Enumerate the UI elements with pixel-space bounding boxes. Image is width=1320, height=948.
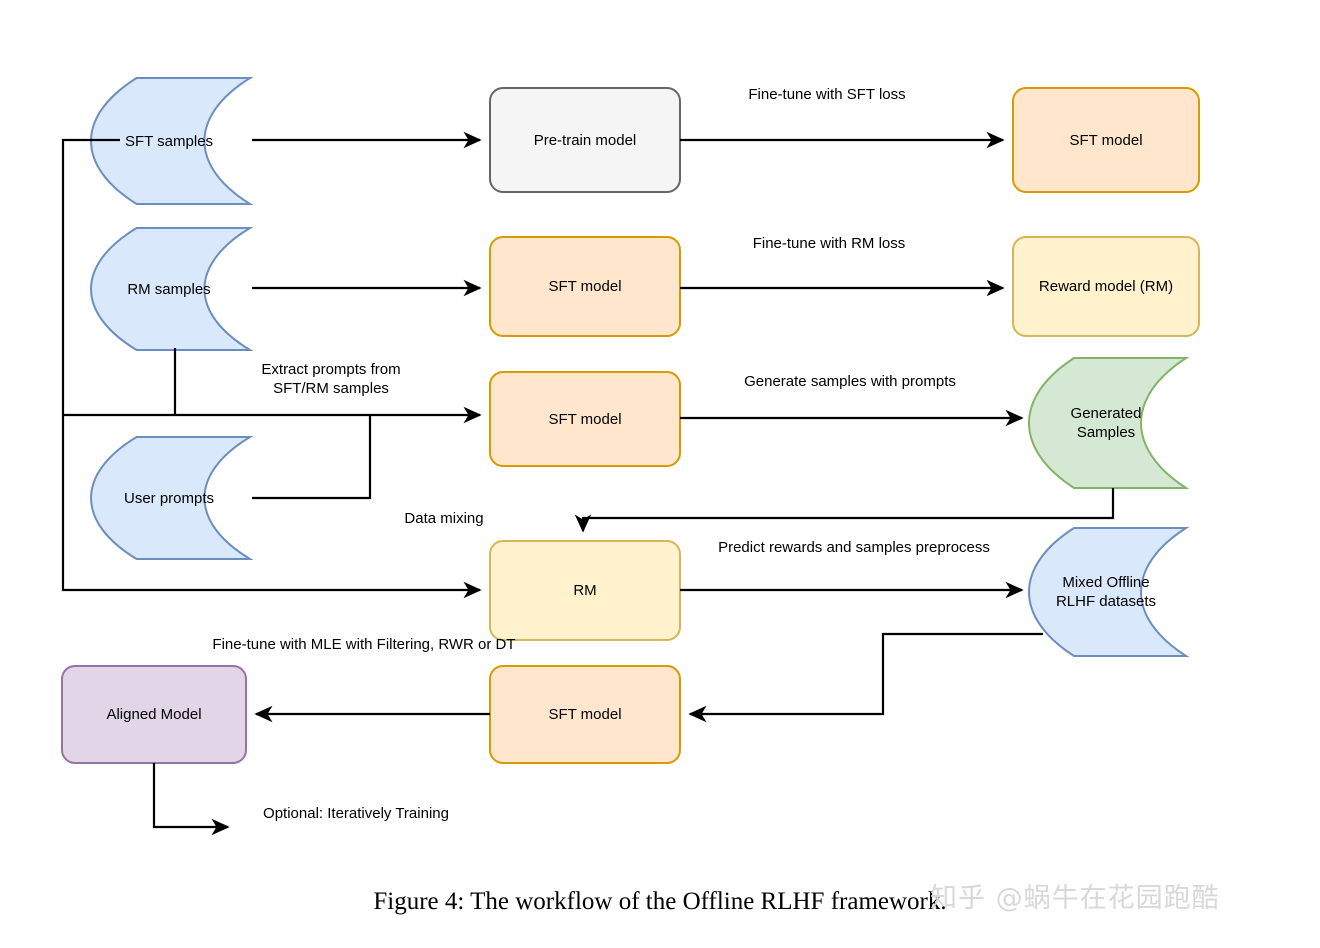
node-sft_model_2[interactable] [489, 236, 681, 337]
edge-left-rail [61, 138, 482, 599]
edge-generated-to-rm [574, 488, 1115, 533]
edge-label-lbl_extract: Extract prompts from SFT/RM samples [261, 361, 401, 397]
node-sft_model_1[interactable] [1012, 87, 1200, 193]
edges-layer [61, 131, 1115, 836]
edge-mixed-offline-to-sft-model-4 [688, 632, 1043, 723]
edge-user-prompts-to-row3 [252, 415, 372, 500]
edge-label-lbl_generate: Generate samples with prompts [744, 373, 956, 390]
node-pretrain_model[interactable] [489, 87, 681, 193]
edge-label-lbl_mle: Fine-tune with MLE with Filtering, RWR o… [212, 636, 516, 653]
node-sft_model_4[interactable] [489, 665, 681, 764]
node-sft_samples[interactable] [90, 77, 254, 205]
edge-label-lbl_predict: Predict rewards and samples preprocess [718, 539, 990, 556]
edge-label-lbl_sft_loss: Fine-tune with SFT loss [748, 86, 906, 103]
node-rm_samples[interactable] [90, 227, 254, 351]
nodes-layer [61, 77, 1200, 764]
edge-aligned-model-optional-loop [152, 763, 230, 836]
edge-label-lbl_rm_loss: Fine-tune with RM loss [752, 235, 906, 252]
node-reward_model[interactable] [1012, 236, 1200, 337]
node-rm[interactable] [489, 540, 681, 641]
node-sft_model_3[interactable] [489, 371, 681, 467]
edge-label-lbl_data_mixing: Data mixing [404, 510, 484, 527]
edge-label-lbl_optional: Optional: Iteratively Training [263, 805, 449, 822]
node-user_prompts[interactable] [90, 436, 254, 560]
node-generated[interactable] [1028, 357, 1190, 489]
figure-caption: Figure 4: The workflow of the Offline RL… [373, 888, 947, 915]
node-mixed_offline[interactable] [1028, 527, 1190, 657]
node-aligned_model[interactable] [61, 665, 247, 764]
